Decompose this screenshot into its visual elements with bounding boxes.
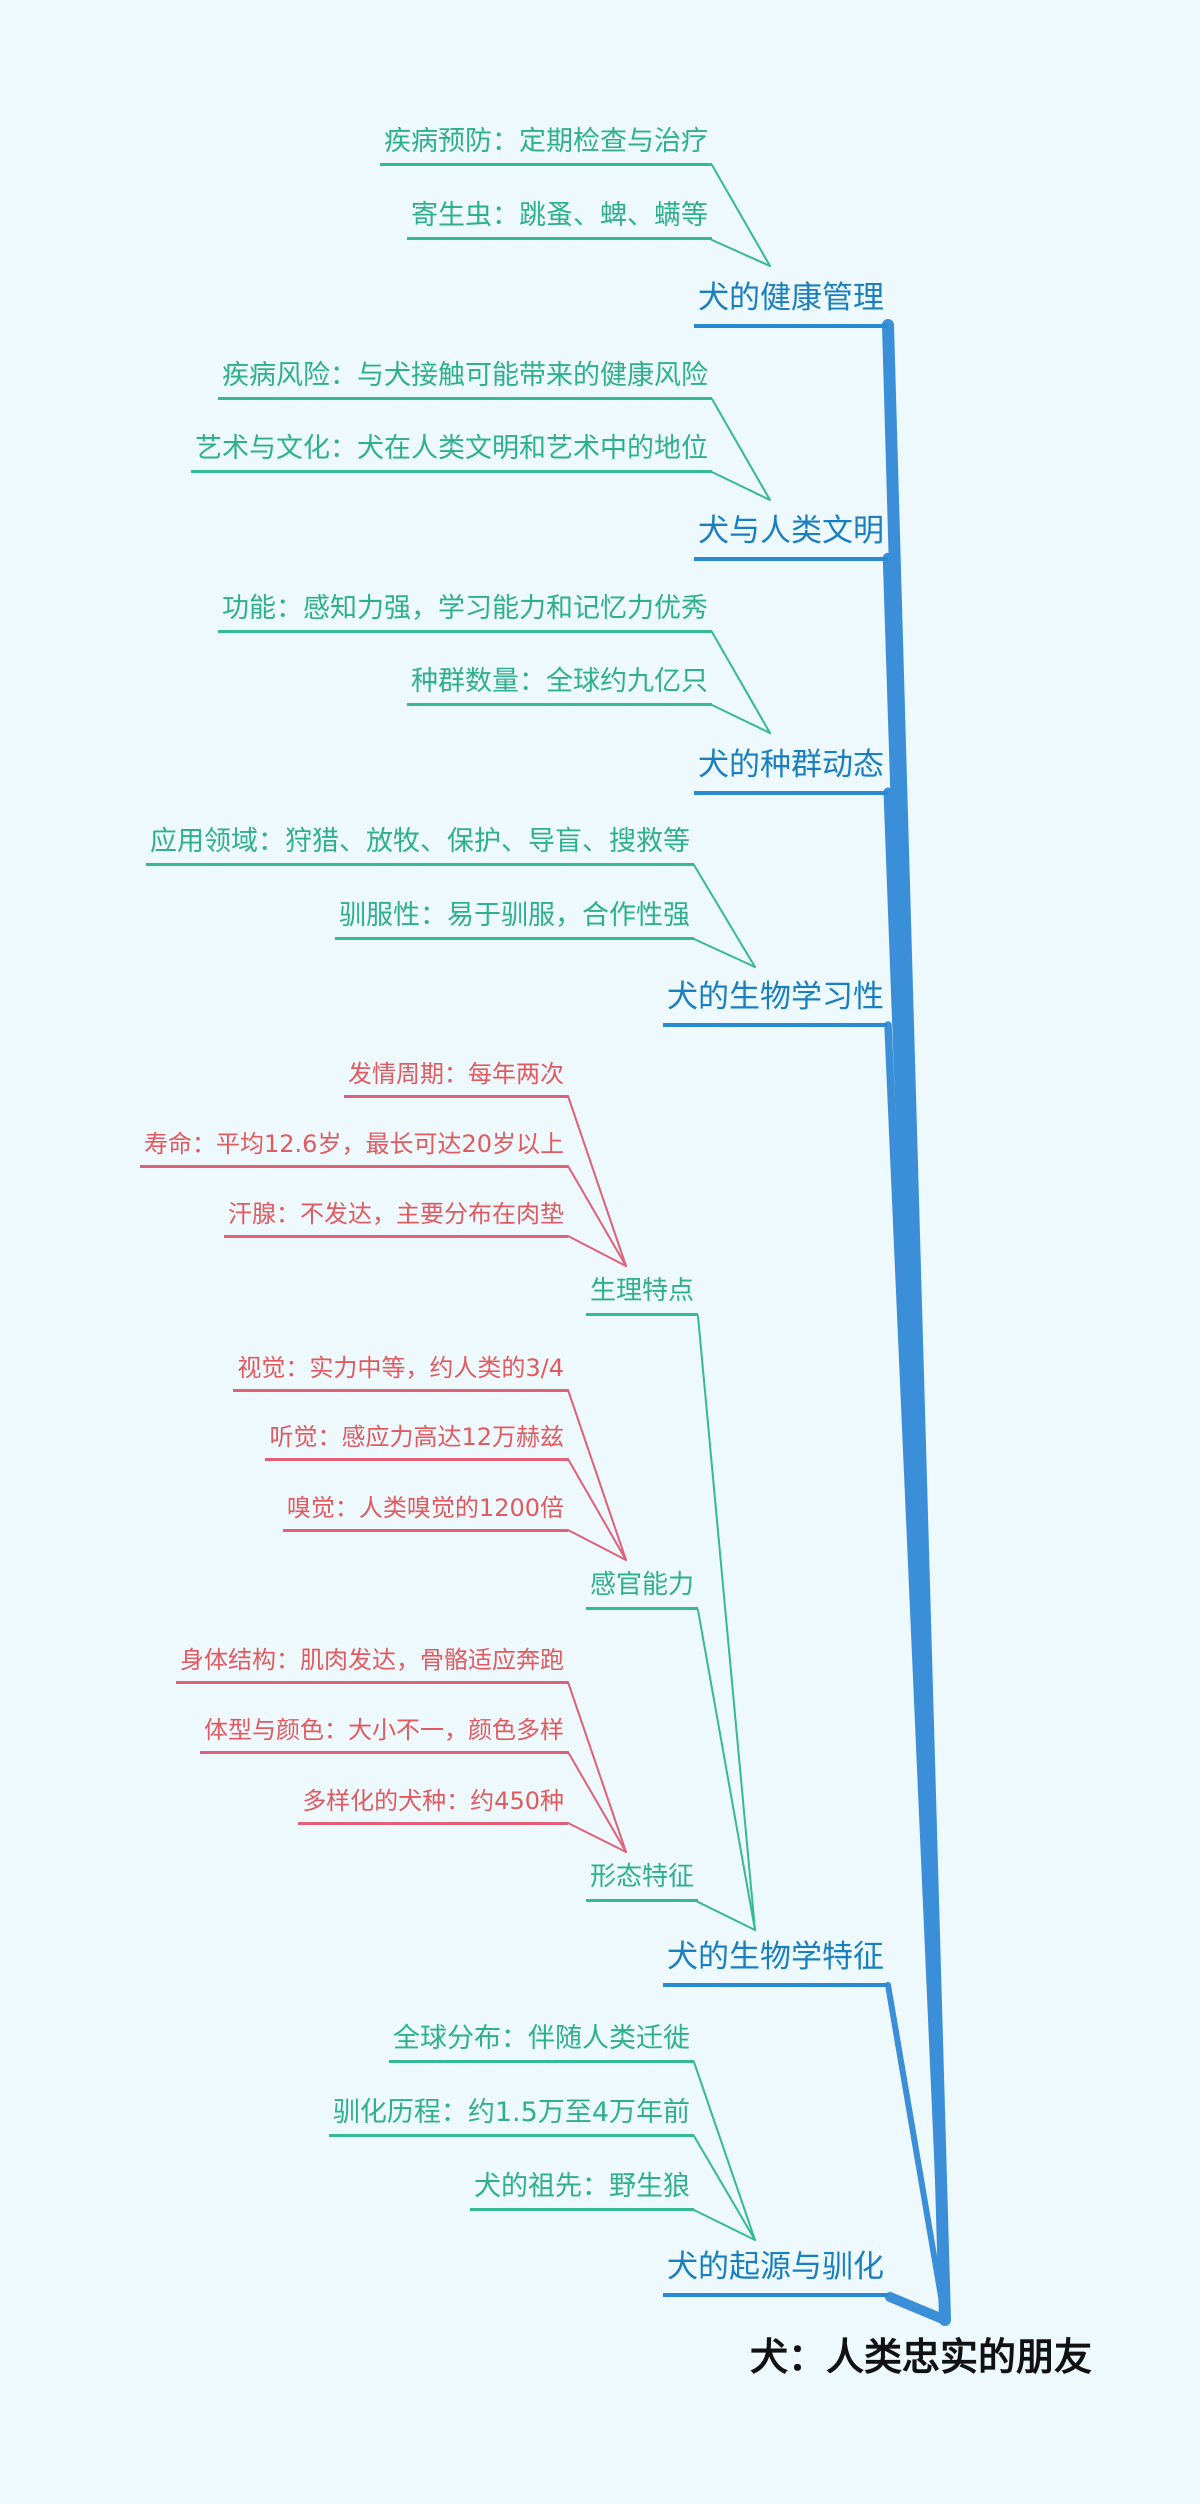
- branch-link: [711, 398, 771, 501]
- branch-link: [711, 704, 771, 734]
- leaf-application-areas: 应用领域：狩猎、放牧、保护、导盲、搜救等: [146, 828, 694, 866]
- leaf-vision: 视觉：实力中等，约人类的3/4: [233, 1356, 568, 1392]
- subtopic-morphology[interactable]: 形态特征: [585, 1864, 698, 1902]
- topic-dog-and-civilization[interactable]: 犬与人类文明: [694, 516, 888, 561]
- branch-link: [567, 1165, 627, 1267]
- trunk-link: [884, 1021, 949, 2324]
- branch-link: [567, 1681, 627, 1853]
- branch-link: [693, 2209, 756, 2241]
- trunk-link: [885, 2292, 950, 2325]
- branch-link: [697, 1609, 756, 1931]
- leaf-smell: 嗅觉：人类嗅觉的1200倍: [282, 1496, 568, 1532]
- topic-biological-habits[interactable]: 犬的生物学习性: [663, 982, 888, 1027]
- leaf-hearing: 听觉：感应力高达12万赫兹: [265, 1425, 568, 1461]
- branch-link: [711, 471, 771, 501]
- leaf-population-count: 种群数量：全球约九亿只: [407, 668, 712, 706]
- leaf-breeds: 多样化的犬种：约450种: [298, 1789, 568, 1825]
- subtopic-senses[interactable]: 感官能力: [585, 1572, 698, 1610]
- subtopic-physiology[interactable]: 生理特点: [585, 1278, 698, 1316]
- topic-health-management[interactable]: 犬的健康管理: [694, 283, 888, 328]
- leaf-disease-risk: 疾病风险：与犬接触可能带来的健康风险: [218, 362, 712, 400]
- branch-link: [693, 938, 756, 968]
- root-topic[interactable]: 犬：人类忠实的朋友: [750, 2335, 1093, 2379]
- branch-link: [711, 631, 771, 734]
- leaf-body-structure: 身体结构：肌肉发达，骨骼适应奔跑: [176, 1648, 568, 1684]
- topic-biological-features[interactable]: 犬的生物学特征: [663, 1942, 888, 1987]
- branch-link: [693, 2061, 756, 2241]
- topic-population-dynamics[interactable]: 犬的种群动态: [694, 750, 888, 795]
- branch-link: [567, 1389, 627, 1561]
- branch-link: [697, 1315, 756, 1931]
- branch-link: [693, 864, 756, 968]
- branch-link: [567, 1751, 627, 1853]
- leaf-ancestor: 犬的祖先：野生狼: [470, 2173, 694, 2211]
- leaf-lifespan: 寿命：平均12.6岁，最长可达20岁以上: [140, 1132, 568, 1168]
- branch-link: [567, 1529, 627, 1561]
- leaf-trainability: 驯服性：易于驯服，合作性强: [335, 902, 694, 940]
- leaf-domestication-history: 驯化历程：约1.5万至4万年前: [328, 2099, 694, 2137]
- leaf-global-distribution: 全球分布：伴随人类迁徙: [389, 2025, 694, 2063]
- leaf-parasites: 寄生虫：跳蚤、蜱、螨等: [407, 202, 712, 240]
- branch-link: [711, 164, 771, 267]
- branch-link: [567, 1235, 627, 1267]
- branch-link: [697, 1901, 756, 1931]
- branch-link: [693, 2135, 756, 2241]
- leaf-function: 功能：感知力强，学习能力和记忆力优秀: [218, 595, 712, 633]
- leaf-sweat-glands: 汗腺：不发达，主要分布在肉垫: [224, 1202, 568, 1238]
- leaf-estrus-cycle: 发情周期：每年两次: [344, 1062, 568, 1098]
- leaf-size-color: 体型与颜色：大小不一，颜色多样: [200, 1718, 568, 1754]
- branch-link: [567, 1822, 627, 1853]
- topic-origin-domestication[interactable]: 犬的起源与驯化: [663, 2252, 888, 2297]
- trunk-link: [885, 1982, 948, 2323]
- branch-link: [567, 1458, 627, 1561]
- branch-link: [567, 1095, 627, 1267]
- branch-link: [711, 239, 771, 267]
- leaf-disease-prevention: 疾病预防：定期检查与治疗: [380, 128, 712, 166]
- leaf-art-culture: 艺术与文化：犬在人类文明和艺术中的地位: [191, 435, 712, 473]
